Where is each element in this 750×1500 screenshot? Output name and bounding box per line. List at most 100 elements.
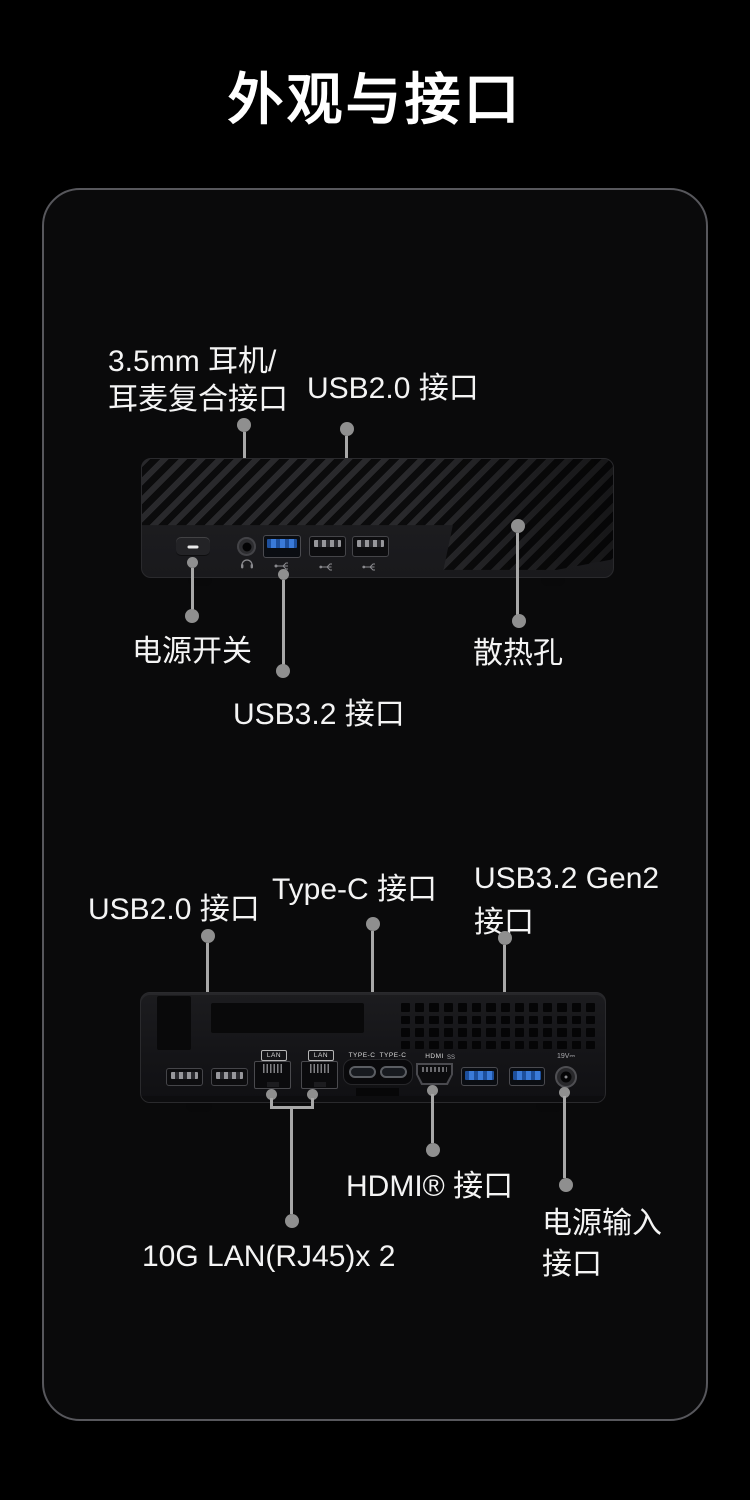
vent-cell [443, 1003, 453, 1012]
callout-dot [511, 519, 525, 533]
vent-cell [429, 1028, 439, 1037]
vent-cell [443, 1028, 453, 1037]
vent-cell [514, 1003, 524, 1012]
vent-cell [514, 1015, 524, 1024]
typec-port[interactable] [349, 1066, 376, 1078]
vent-cell [500, 1003, 510, 1012]
vent-cell [486, 1015, 496, 1024]
dc-power-jack[interactable] [555, 1066, 577, 1088]
usb20-port[interactable] [166, 1068, 203, 1086]
callout-line [290, 1109, 293, 1214]
lan-port[interactable] [254, 1061, 291, 1089]
usb-ss-label: SS [447, 1055, 456, 1061]
vent-cell [401, 1040, 411, 1049]
vent-cell [514, 1028, 524, 1037]
usb-icon [362, 563, 375, 571]
vent-cell [429, 1040, 439, 1049]
usb32-gen2-port[interactable] [461, 1067, 498, 1086]
vent-cell [557, 1015, 567, 1024]
vent-cell [443, 1040, 453, 1049]
vent-cell [543, 1040, 553, 1049]
vent-cell [486, 1040, 496, 1049]
vent-cell [571, 1040, 581, 1049]
vent-cell [472, 1028, 482, 1037]
lan-port-label: LAN [261, 1050, 287, 1061]
vent-cell [401, 1015, 411, 1024]
rear-expansion-slot-cover [157, 996, 191, 1050]
callout-dot [285, 1214, 299, 1228]
callout-line [311, 1098, 314, 1108]
page-title: 外观与接口 [227, 68, 523, 131]
vent-cell [585, 1028, 595, 1037]
audio-jack-port[interactable] [237, 537, 256, 556]
hdmi-port[interactable] [416, 1063, 453, 1085]
vent-cell [401, 1028, 411, 1037]
typec-port-label: TYPE-C [379, 1052, 407, 1059]
callout-dot [427, 1085, 438, 1096]
vent-cell [486, 1028, 496, 1037]
callout-dot [307, 1089, 318, 1100]
usb32-port[interactable] [263, 535, 301, 558]
label-power-switch: 电源开关 [132, 635, 252, 668]
rear-bottom-edge [141, 1096, 605, 1102]
label-hdmi: HDMI® 接口 [346, 1170, 514, 1203]
vent-cell [528, 1028, 539, 1037]
vent-cell [429, 1015, 439, 1024]
callout-line [191, 568, 194, 610]
vent-cell [443, 1015, 453, 1024]
vent-cell [543, 1015, 553, 1024]
callout-dot [185, 609, 199, 623]
callout-line [282, 580, 285, 665]
vent-cell [457, 1028, 468, 1037]
usb-icon [319, 563, 332, 571]
vent-cell [472, 1003, 482, 1012]
rear-top-recess [211, 1003, 364, 1033]
callout-line [516, 533, 519, 615]
vent-cell [429, 1003, 439, 1012]
callout-dot [512, 614, 526, 628]
vent-cell [415, 1015, 425, 1024]
vent-cell [500, 1028, 510, 1037]
label-lan: 10G LAN(RJ45)x 2 [142, 1240, 396, 1273]
vent-cell [415, 1040, 425, 1049]
label-front-audio-jack: 3.5mm 耳机/ 耳麦复合接口 [108, 343, 288, 419]
vent-cell [557, 1003, 567, 1012]
callout-line [371, 931, 374, 1031]
callout-dot [559, 1178, 573, 1192]
callout-dot [340, 422, 354, 436]
vent-cell [457, 1040, 468, 1049]
vent-cell [571, 1015, 581, 1024]
label-rear-usb32gen2: USB3.2 Gen2 接口 [474, 857, 659, 945]
lan-port-label: LAN [308, 1050, 334, 1061]
label-power-in: 电源输入 接口 [542, 1203, 662, 1285]
label-front-usb32: USB3.2 接口 [233, 698, 405, 731]
label-rear-typec: Type-C 接口 [272, 873, 438, 906]
hdmi-port-label: HDMI [425, 1053, 444, 1060]
callout-line [431, 1094, 434, 1143]
vent-cell [571, 1028, 581, 1037]
usb20-port[interactable] [352, 536, 389, 557]
usb20-port[interactable] [211, 1068, 248, 1086]
label-power-in-line1: 电源输入 [542, 1207, 662, 1240]
vent-cell [457, 1015, 468, 1024]
usb20-port[interactable] [309, 536, 346, 557]
label-front-audio-jack-line2: 耳麦复合接口 [108, 383, 288, 416]
usb32-gen2-port[interactable] [509, 1067, 545, 1086]
callout-dot [201, 929, 215, 943]
callout-dot [237, 418, 251, 432]
callout-dot [426, 1143, 440, 1157]
typec-port[interactable] [380, 1066, 407, 1078]
typec-port-label: TYPE-C [348, 1052, 376, 1059]
vent-cell [571, 1003, 581, 1012]
vent-cell [415, 1003, 425, 1012]
vent-cell [528, 1040, 539, 1049]
vent-cell [557, 1040, 567, 1049]
vent-cell [585, 1003, 595, 1012]
lan-port[interactable] [301, 1061, 338, 1089]
mini-pc-rear-view: LAN LAN TYPE-C TYPE-C HDMI SS 19V⎓ [140, 992, 606, 1103]
vent-cell [514, 1040, 524, 1049]
front-vent-pattern [142, 459, 613, 570]
power-switch[interactable] [176, 537, 210, 556]
vent-cell [543, 1003, 553, 1012]
